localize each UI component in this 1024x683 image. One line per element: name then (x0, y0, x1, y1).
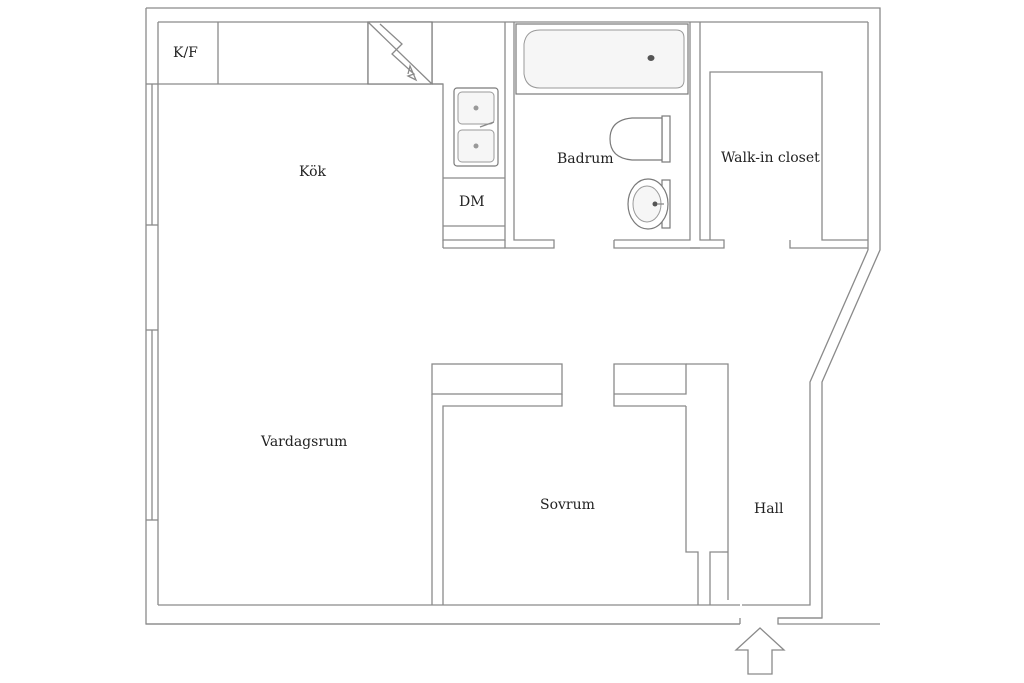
label-kf: K/F (173, 45, 198, 61)
stove-icon (367, 21, 433, 85)
label-hall: Hall (754, 501, 784, 517)
label-walkin-closet: Walk-in closet (721, 150, 820, 166)
label-dm: DM (459, 194, 485, 210)
sink-icon (453, 87, 499, 167)
entrance-arrow-icon (734, 627, 786, 675)
bedroom-walls (431, 363, 729, 605)
label-kok: Kök (299, 164, 327, 180)
label-badrum: Badrum (557, 151, 614, 167)
window-left-upper (146, 83, 158, 226)
label-sovrum: Sovrum (540, 497, 595, 513)
bathtub-icon (515, 23, 689, 95)
walkin-closet-walls (690, 22, 868, 249)
label-vardagsrum: Vardagsrum (260, 434, 347, 450)
window-left-lower (146, 329, 158, 521)
outer-walls (145, 7, 881, 625)
kitchen-counter (158, 22, 506, 241)
washbasin-icon (627, 178, 671, 230)
toilet-icon (609, 115, 671, 163)
